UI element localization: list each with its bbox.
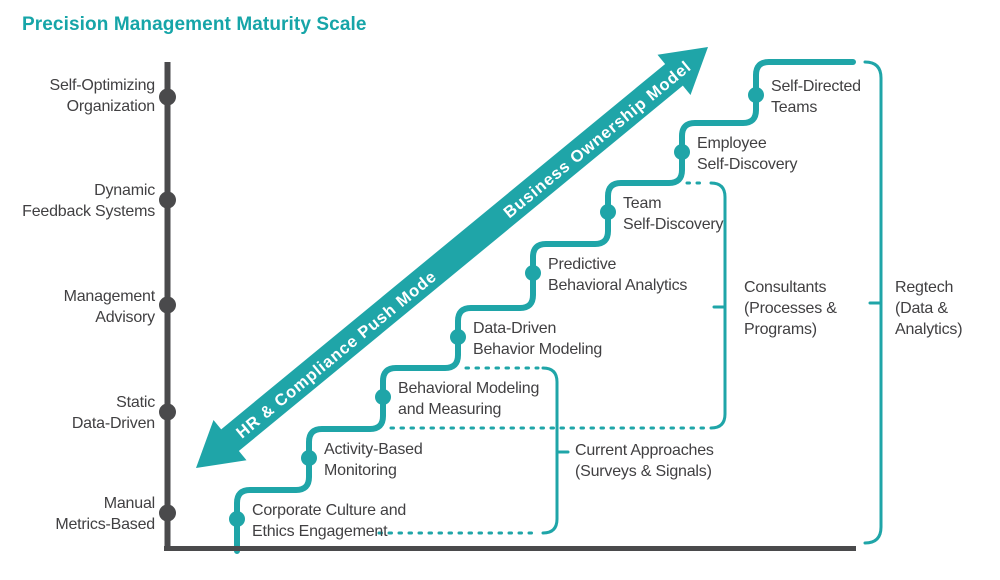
arrow-shaft xyxy=(220,63,684,452)
axis-dot-3 xyxy=(159,296,176,314)
axis-label-manual-metrics: Manual Metrics-Based xyxy=(55,495,155,533)
step-label-behavioral-modeling: Behavioral Modeling and Measuring xyxy=(398,380,540,418)
bracket-consultants xyxy=(389,181,727,430)
bracket-label-consultants: Consultants (Processes & Programs) xyxy=(744,279,837,338)
step-label-employee-self-discovery: Employee Self-Discovery xyxy=(697,135,798,173)
bracket-current-brace xyxy=(541,366,559,535)
arrow-head-up-icon xyxy=(657,47,708,95)
step-dot-7 xyxy=(674,144,690,160)
axis-label-self-optimizing: Self-Optimizing Organization xyxy=(49,77,156,115)
step-label-corporate-culture: Corporate Culture and Ethics Engagement xyxy=(252,502,407,540)
axis-dot-2 xyxy=(159,191,176,209)
axis-dot-1 xyxy=(159,88,176,106)
step-dot-2 xyxy=(301,450,317,466)
axes xyxy=(159,62,856,551)
step-dot-1 xyxy=(229,511,245,527)
page-title: Precision Management Maturity Scale xyxy=(22,14,367,35)
step-dot-6 xyxy=(600,204,616,220)
step-dot-8 xyxy=(748,87,764,103)
bracket-regtech xyxy=(863,60,883,545)
axis-label-management-advisory: Management Advisory xyxy=(63,288,156,326)
axis-label-static-data-driven: Static Data-Driven xyxy=(71,394,155,432)
axis-label-dynamic-feedback: Dynamic Feedback Systems xyxy=(22,182,155,220)
step-label-activity-monitoring: Activity-Based Monitoring xyxy=(324,441,423,479)
bracket-label-current-approaches: Current Approaches (Surveys & Signals) xyxy=(575,442,714,480)
step-label-data-driven-modeling: Data-Driven Behavior Modeling xyxy=(473,320,603,358)
step-dot-4 xyxy=(450,329,466,345)
axis-dot-5 xyxy=(159,504,176,522)
staircase-path xyxy=(234,59,856,554)
axis-dot-4 xyxy=(159,403,176,421)
step-dot-3 xyxy=(375,389,391,405)
step-dot-5 xyxy=(525,265,541,281)
step-label-predictive-analytics: Predictive Behavioral Analytics xyxy=(548,256,688,294)
step-label-self-directed-teams: Self-Directed Teams xyxy=(771,78,861,116)
staircase xyxy=(229,59,856,554)
step-label-team-self-discovery: Team Self-Discovery xyxy=(623,195,724,233)
arrow-head-down-icon xyxy=(196,420,247,468)
bracket-current-approaches xyxy=(377,366,570,535)
bracket-label-regtech: Regtech (Data & Analytics) xyxy=(895,279,963,338)
